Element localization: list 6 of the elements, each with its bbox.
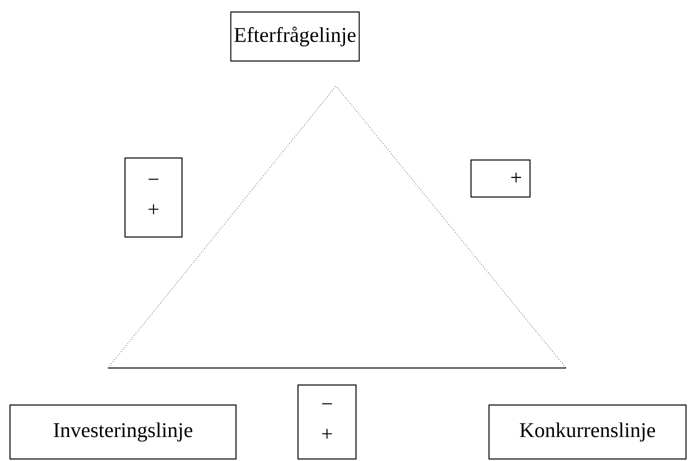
label-box: Efterfrågelinje: [230, 12, 360, 62]
label-box: Investeringslinje: [10, 404, 236, 460]
sign-box: − +: [124, 158, 182, 238]
label-box: Konkurrenslinje: [488, 404, 686, 460]
sign-box: − +: [298, 384, 356, 460]
sign-box: +: [470, 160, 530, 198]
